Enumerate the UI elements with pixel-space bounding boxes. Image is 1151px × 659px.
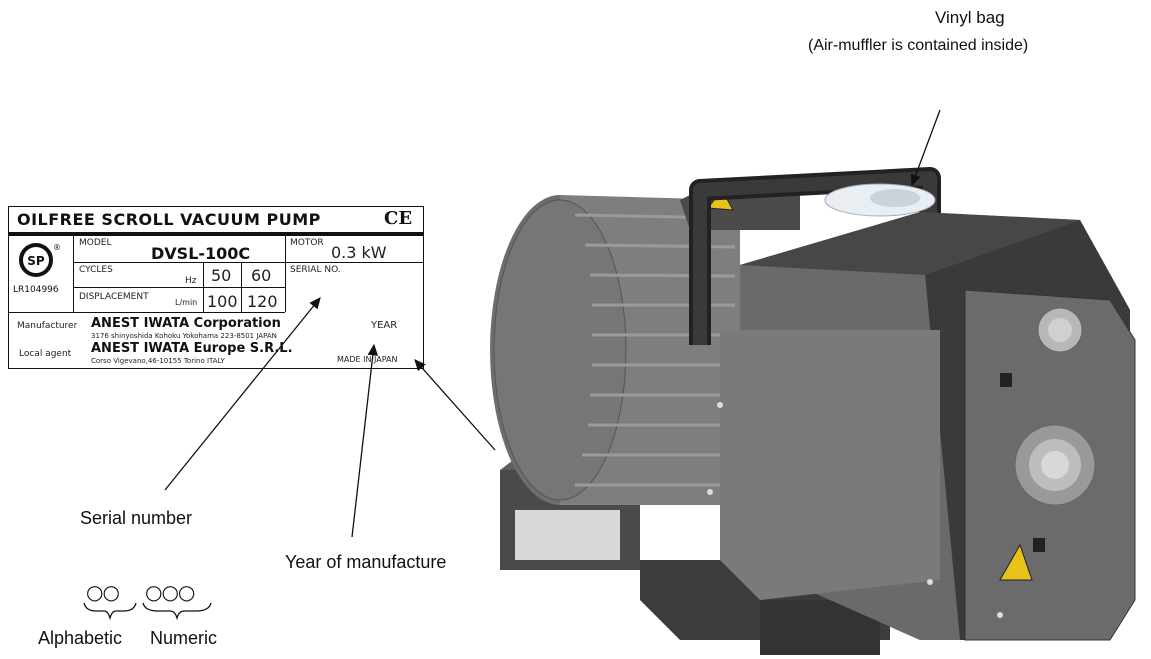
vinyl-bag-arrow bbox=[910, 109, 941, 187]
registered-mark: ® bbox=[53, 243, 61, 252]
displacement-60: 120 bbox=[247, 292, 278, 311]
grid-line bbox=[285, 236, 286, 312]
vinyl-bag bbox=[824, 183, 936, 217]
year-of-manufacture-callout: Year of manufacture bbox=[285, 552, 447, 572]
year-arrow bbox=[351, 343, 378, 538]
numeric-brace bbox=[142, 602, 212, 621]
made-in-label: MADE IN JAPAN bbox=[337, 355, 398, 364]
manufacturer-address: 3176 shinyoshida Kohoku Yokohama 223-850… bbox=[91, 332, 277, 340]
certification-number: LR104996 bbox=[13, 285, 59, 295]
alphabetic-brace bbox=[83, 602, 137, 621]
cycles-50: 50 bbox=[211, 266, 232, 285]
local-agent-address: Corso Vigevano,46-10155 Torino ITALY bbox=[91, 357, 225, 365]
vinyl-bag-callout: Vinyl bag bbox=[935, 8, 1005, 27]
serial-number-callout: Serial number bbox=[80, 508, 193, 528]
ce-mark: CE bbox=[384, 208, 413, 229]
title-rule bbox=[9, 232, 423, 236]
manufacturer-label: Manufacturer bbox=[17, 321, 78, 331]
model-value: DVSL-100C bbox=[151, 244, 251, 263]
cycles-unit: Hz bbox=[185, 276, 197, 286]
serial-pattern-alphabetic: ○○ bbox=[86, 580, 120, 604]
grid-line bbox=[9, 312, 285, 313]
cycles-60: 60 bbox=[251, 266, 272, 285]
displacement-label: DISPLACEMENT bbox=[79, 292, 149, 302]
local-agent-label: Local agent bbox=[19, 349, 72, 359]
motor-label: MOTOR bbox=[290, 238, 324, 248]
made-in-arrow bbox=[414, 359, 496, 451]
grid-line bbox=[73, 287, 285, 288]
displacement-unit: L/min bbox=[175, 298, 198, 307]
motor-value: 0.3 kW bbox=[331, 243, 387, 262]
manufacturer-name: ANEST IWATA Corporation bbox=[91, 316, 281, 331]
alphabetic-label: Alphabetic bbox=[38, 628, 123, 648]
pump-head bbox=[707, 212, 1136, 641]
nameplate-title: OILFREE SCROLL VACUUM PUMP bbox=[17, 210, 321, 229]
local-agent-name: ANEST IWATA Europe S.R.L. bbox=[91, 341, 293, 356]
serial-pattern-numeric: ○○○ bbox=[145, 580, 195, 604]
csa-logo-icon: SP bbox=[19, 243, 53, 277]
hot-surface-warning-icon bbox=[999, 543, 1033, 581]
serial-number-arrow bbox=[164, 296, 321, 491]
grid-line bbox=[73, 236, 74, 312]
pump-label-plate bbox=[515, 510, 620, 560]
cycles-label: CYCLES bbox=[79, 265, 113, 275]
motor-housing bbox=[490, 180, 800, 505]
vinyl-bag-note: (Air-muffler is contained inside) bbox=[808, 37, 1029, 54]
numeric-label: Numeric bbox=[150, 628, 218, 648]
model-label: MODEL bbox=[79, 238, 112, 248]
svg-text:SP: SP bbox=[27, 254, 45, 268]
rating-nameplate: OILFREE SCROLL VACUUM PUMP CE SP ® LR104… bbox=[8, 206, 424, 369]
year-label: YEAR bbox=[371, 320, 398, 331]
serial-label: SERIAL NO. bbox=[290, 265, 341, 275]
displacement-50: 100 bbox=[207, 292, 238, 311]
grid-line bbox=[73, 262, 423, 263]
